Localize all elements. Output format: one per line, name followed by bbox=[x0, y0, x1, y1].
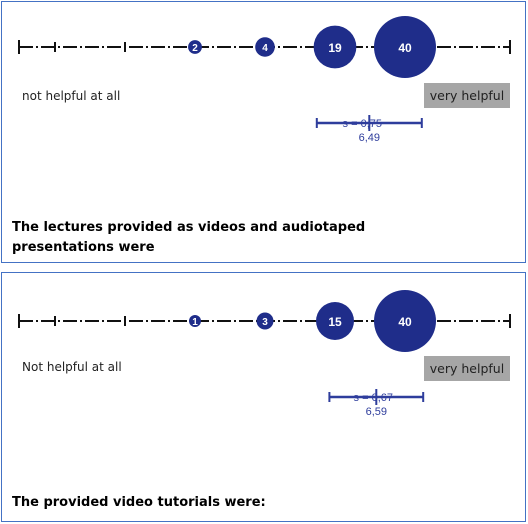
response-bubble bbox=[374, 290, 436, 352]
bubble-count-label: 1 bbox=[192, 317, 198, 328]
chart-panel-lectures: 2 4 19 40 s = 0,75 6,49 not helpful at all ve… bbox=[1, 1, 526, 263]
anchor-right-label: very helpful bbox=[424, 83, 510, 108]
bubble-scale-chart: 2 4 19 40 s = 0,75 6,49 bbox=[18, 16, 511, 144]
mean-label: 6,59 bbox=[366, 406, 387, 418]
question-text: The lectures provided as videos and audi… bbox=[12, 220, 366, 255]
bubble-count-label: 40 bbox=[398, 315, 412, 329]
bubble-count-label: 2 bbox=[192, 43, 198, 54]
sd-label: s = 0,67 bbox=[354, 392, 393, 404]
response-bubble bbox=[189, 315, 201, 327]
response-bubble bbox=[255, 37, 275, 57]
bubble-count-label: 3 bbox=[262, 317, 268, 328]
response-bubble bbox=[313, 25, 357, 69]
bubble-count-label: 15 bbox=[328, 315, 342, 329]
response-bubble bbox=[374, 16, 436, 78]
anchor-right-label: very helpful bbox=[424, 356, 510, 381]
sd-label: s = 0,75 bbox=[343, 118, 382, 130]
anchor-left-label: Not helpful at all bbox=[22, 360, 122, 374]
bubble-count-label: 19 bbox=[328, 41, 342, 55]
response-bubble bbox=[256, 312, 274, 330]
bubble-scale-chart: 1 3 15 40 s = 0,67 6,59 bbox=[18, 290, 511, 418]
question-text: The provided video tutorials were: bbox=[12, 495, 266, 510]
mean-label: 6,49 bbox=[359, 132, 380, 144]
anchor-left-label: not helpful at all bbox=[22, 89, 121, 103]
response-bubble bbox=[188, 40, 202, 54]
bubble-count-label: 40 bbox=[398, 41, 412, 55]
bubble-count-label: 4 bbox=[262, 43, 268, 54]
response-bubble bbox=[316, 302, 354, 340]
chart-panel-video-tutorials: 1 3 15 40 s = 0,67 6,59 Not helpful at all ve… bbox=[1, 272, 526, 522]
